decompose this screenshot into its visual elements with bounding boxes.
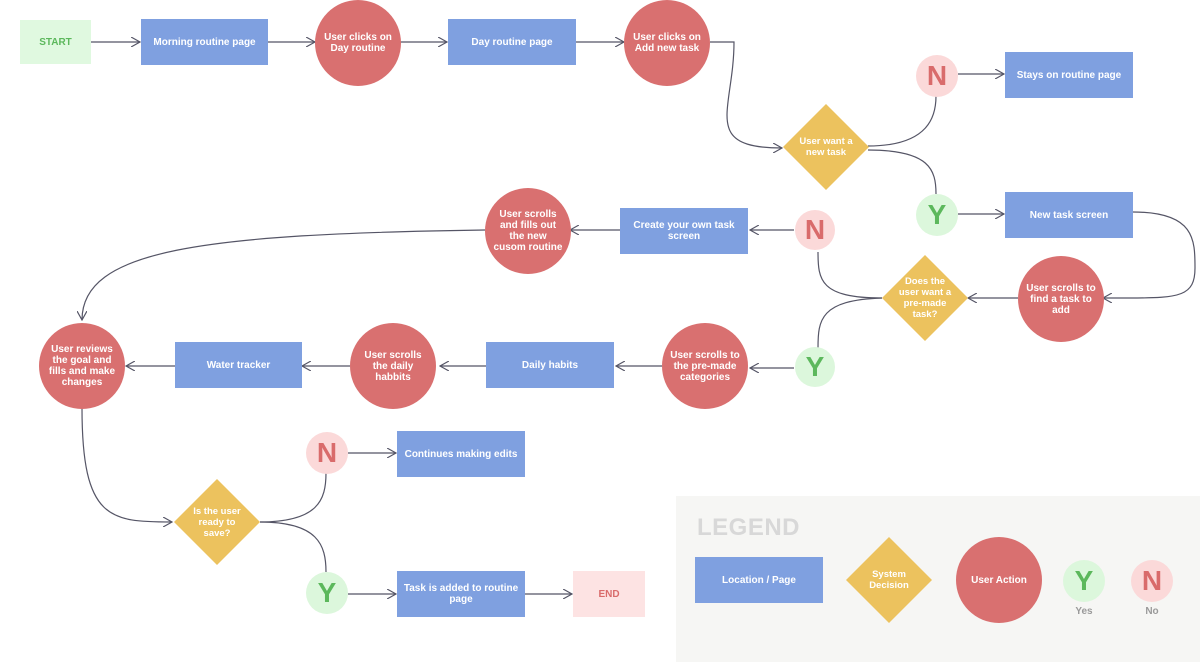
no-badge: N <box>795 210 835 250</box>
day-routine-page: Day routine page <box>448 19 576 65</box>
user-clicks-day-routine-action: User clicks on Day routine <box>315 0 401 86</box>
stays-on-routine-page: Stays on routine page <box>1005 52 1133 98</box>
water-tracker-page: Water tracker <box>175 342 302 388</box>
connector-decision1-y <box>867 149 937 195</box>
yes-badge: Y <box>916 194 958 236</box>
yes-badge: Y <box>795 347 835 387</box>
legend-no-caption: No <box>1145 606 1159 617</box>
user-reviews-goal-action: User reviews the goal and fills and make… <box>39 323 125 409</box>
legend-no-badge: N <box>1131 560 1173 602</box>
connector-newtask-scroll <box>1103 211 1196 298</box>
legend-yes-caption: Yes <box>1075 606 1093 617</box>
legend-title: LEGEND <box>697 514 801 541</box>
task-added-page: Task is added to routine page <box>397 571 525 617</box>
user-scrolls-daily-habits-action: User scrolls the daily habbits <box>350 323 436 409</box>
connector-decision1-n <box>867 95 937 147</box>
user-scrolls-fills-custom-action: User scrolls and fills out the new cusom… <box>485 188 571 274</box>
connector-decision3-y <box>259 521 327 573</box>
user-clicks-add-task-action: User clicks on Add new task <box>624 0 710 86</box>
connector-decision3-n <box>259 472 327 523</box>
connector-addclick-decision <box>710 41 782 148</box>
new-task-screen: New task screen <box>1005 192 1133 238</box>
no-badge: N <box>306 432 348 474</box>
yes-badge: Y <box>306 572 348 614</box>
no-badge: N <box>916 55 958 97</box>
connector-decision2-y <box>817 297 883 349</box>
daily-habits-page: Daily habits <box>486 342 614 388</box>
morning-routine-page: Morning routine page <box>141 19 268 65</box>
continues-making-edits: Continues making edits <box>397 431 525 477</box>
user-scrolls-find-task-action: User scrolls to find a task to add <box>1018 256 1104 342</box>
legend-user-action: User Action <box>956 537 1042 623</box>
legend-location-page: Location / Page <box>695 557 823 603</box>
start-node: START <box>20 20 91 64</box>
legend-yes-badge: Y <box>1063 560 1105 602</box>
user-scrolls-premade-action: User scrolls to the pre-made categories <box>662 323 748 409</box>
connector-fill-review <box>82 229 486 320</box>
end-node: END <box>573 571 645 617</box>
connector-decision2-n <box>817 251 883 299</box>
connector-review-decision3 <box>81 407 172 522</box>
create-own-task-screen: Create your own task screen <box>620 208 748 254</box>
